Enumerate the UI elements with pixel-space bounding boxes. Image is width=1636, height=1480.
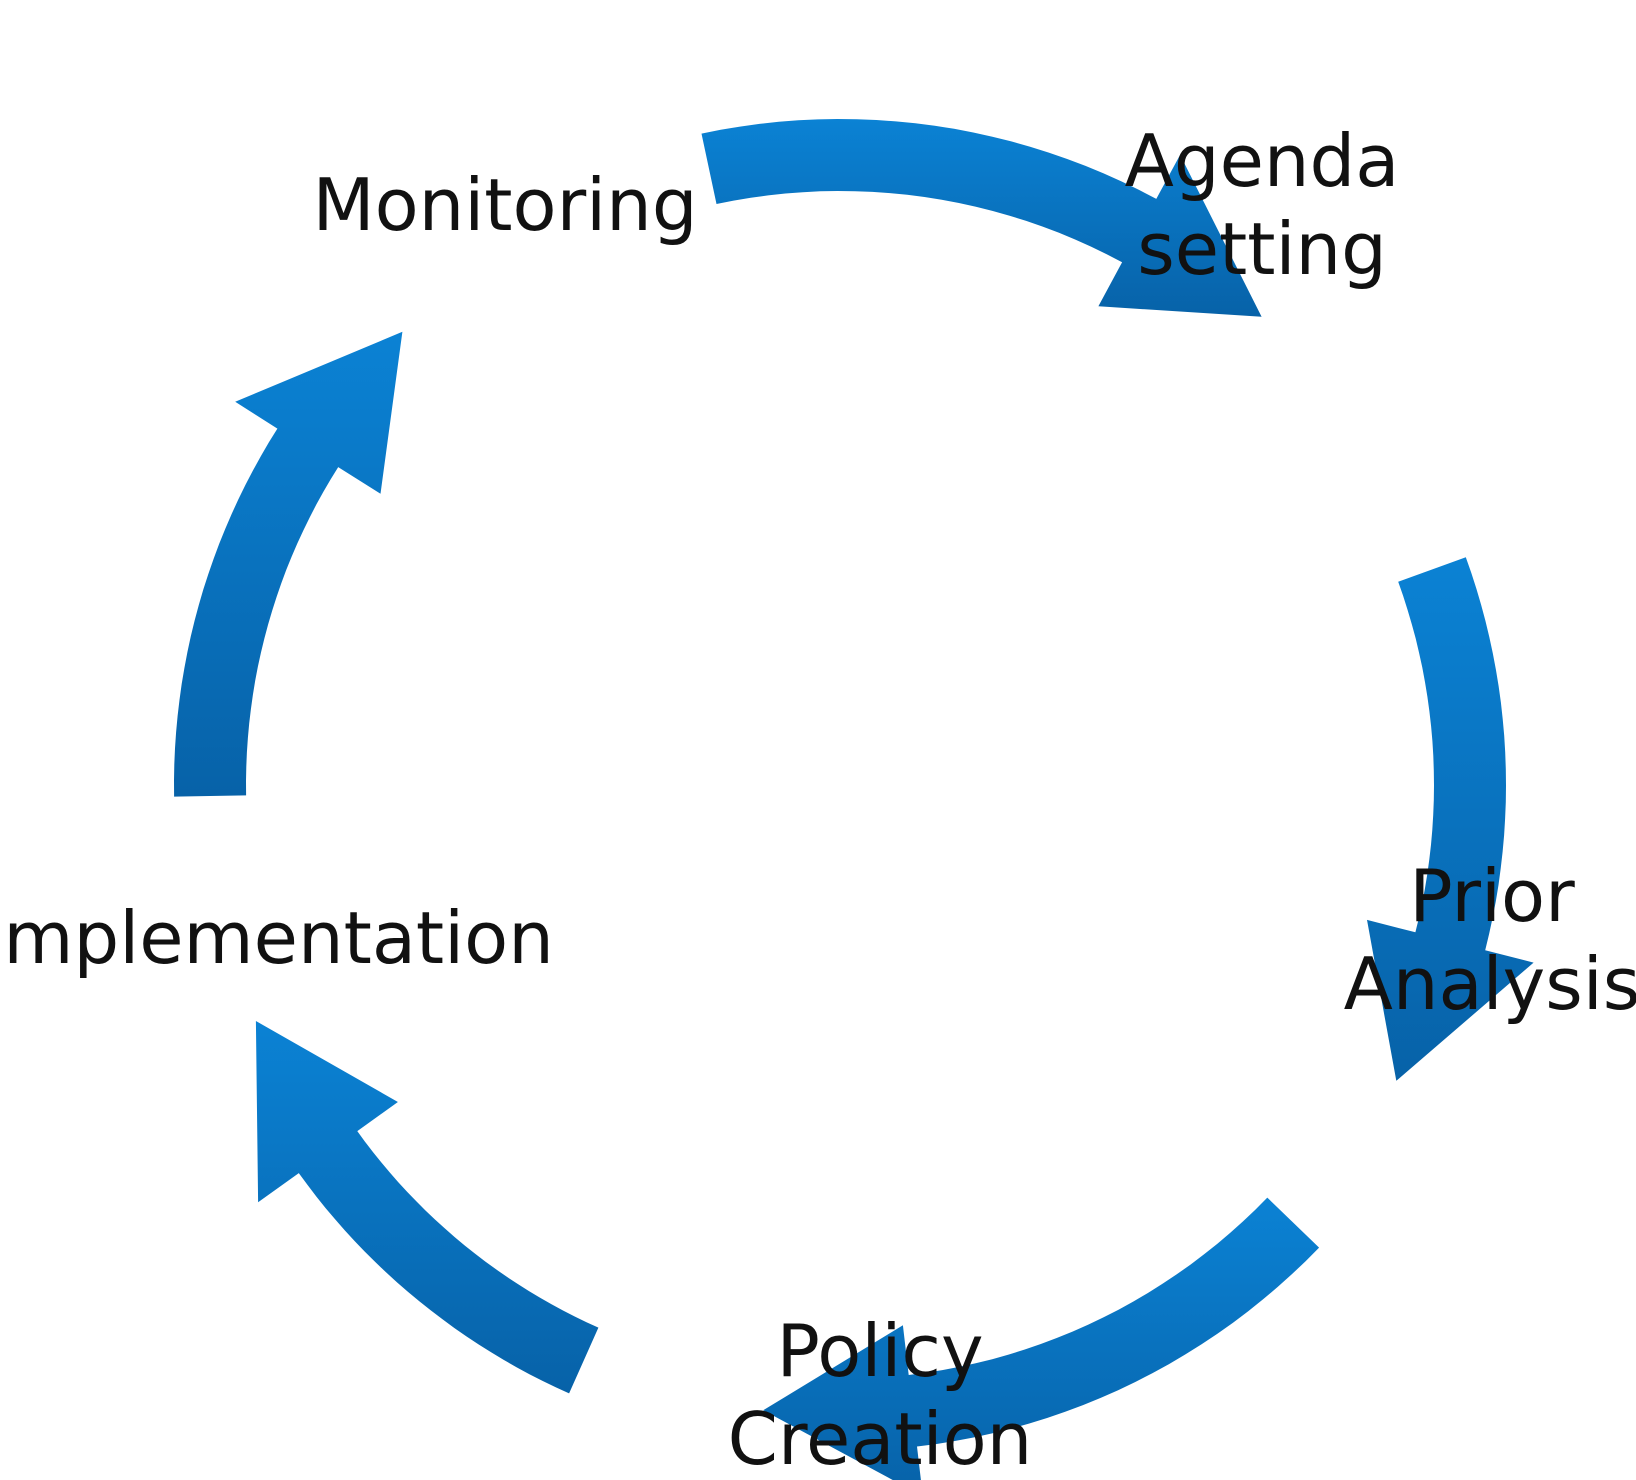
arrow-implementation-to-monitoring — [174, 331, 403, 797]
stage-label-line: setting — [1137, 207, 1387, 291]
stage-label-line: Creation — [727, 1397, 1033, 1480]
stage-label-line: Monitoring — [312, 163, 698, 247]
stage-label-line: Analysis — [1343, 942, 1636, 1026]
arrow-prior-to-policy — [763, 1197, 1320, 1480]
stage-label-line: Prior — [1409, 854, 1575, 938]
stage-label-line: Implementation — [0, 896, 554, 980]
arrow-agenda-to-prior — [1367, 557, 1534, 1081]
stage-label-prior-analysis: Prior Analysis — [1344, 852, 1636, 1028]
arrow-monitoring-to-agenda — [701, 119, 1262, 317]
stage-label-policy-creation: Policy Creation — [728, 1307, 1033, 1480]
stage-label-line: Agenda — [1124, 119, 1400, 203]
arrow-policy-to-implementation — [255, 1021, 599, 1394]
stage-label-monitoring: Monitoring — [312, 161, 697, 249]
stage-label-line: Policy — [776, 1309, 984, 1393]
stage-label-implementation: Implementation — [0, 894, 554, 982]
stage-label-agenda-setting: Agenda setting — [1125, 117, 1400, 293]
